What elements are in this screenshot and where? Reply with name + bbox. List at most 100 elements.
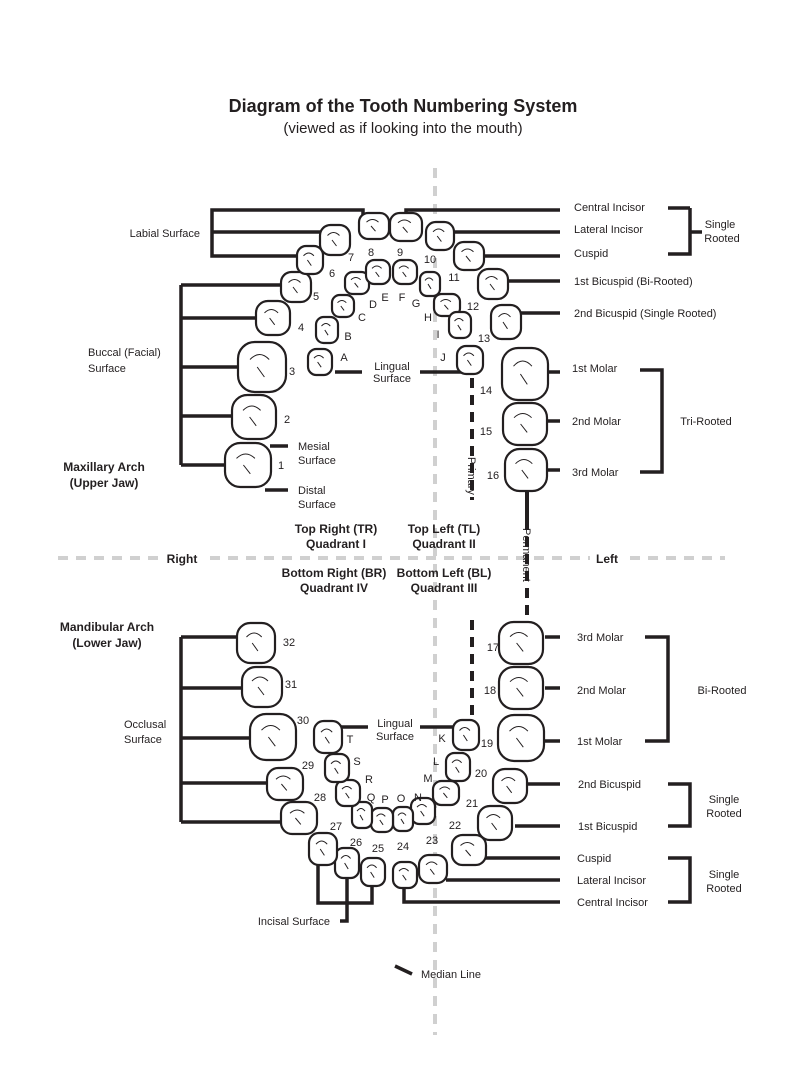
tooth-number: 11 <box>448 272 459 284</box>
primary-tooth <box>451 718 481 752</box>
upper-tooth-type-label: 1st Molar <box>572 363 618 375</box>
permanent-tooth <box>254 299 292 337</box>
quadrant-tl-label: Quadrant II <box>412 537 475 551</box>
lower-tooth-type-label: 2nd Molar <box>577 685 626 697</box>
tooth-letter: N <box>414 792 422 804</box>
mandibular-arch-label: (Lower Jaw) <box>72 636 141 650</box>
tooth-groove <box>356 808 366 821</box>
quadrant-tr-label: Top Right (TR) <box>295 522 377 536</box>
quadrant-bl-label: Bottom Left (BL) <box>397 566 492 580</box>
permanent-tooth <box>424 220 456 252</box>
tooth-number: 10 <box>424 254 436 266</box>
tooth-number: 20 <box>475 768 487 780</box>
leader-line <box>645 635 670 743</box>
tooth-groove <box>242 405 261 427</box>
upper-tooth-type-label: 3rd Molar <box>572 467 619 479</box>
primary-tooth <box>444 751 472 783</box>
primary-tooth <box>306 347 334 377</box>
permanent-tooth <box>497 665 545 711</box>
leader-line <box>316 858 374 905</box>
tooth-groove <box>424 277 434 290</box>
tooth-letter: L <box>433 756 439 768</box>
tooth-groove <box>501 777 516 794</box>
tooth-groove <box>463 352 475 366</box>
tooth-letter: J <box>440 352 446 364</box>
tooth-groove <box>350 277 361 288</box>
tooth-groove <box>288 279 301 294</box>
tooth-letter: C <box>358 312 366 324</box>
leader-line <box>394 964 413 976</box>
diagram-subtitle: (viewed as if looking into the mouth) <box>283 120 523 137</box>
primary-tooth <box>334 778 362 808</box>
tooth-groove <box>440 299 452 310</box>
permanent-tooth <box>357 211 391 241</box>
tooth-letter: D <box>369 299 377 311</box>
tooth-groove <box>261 725 281 747</box>
permanent-tooth <box>497 620 545 666</box>
distal-surface-label: Surface <box>298 499 336 511</box>
permanent-tooth <box>388 211 424 243</box>
tooth-groove <box>249 354 270 378</box>
tooth-letter: Q <box>367 792 376 804</box>
single-rooted-label: Single <box>709 794 740 806</box>
permanent-tooth <box>503 447 549 493</box>
lower-tooth-type-label: 1st Bicuspid <box>578 821 637 833</box>
quadrant-br-label: Quadrant IV <box>300 581 368 595</box>
permanent-tooth <box>235 621 277 665</box>
tooth-number: 25 <box>372 843 384 855</box>
upper-tooth-type-label: Lateral Incisor <box>574 224 643 236</box>
primary-tooth <box>391 805 415 833</box>
tooth-number: 12 <box>467 301 479 313</box>
lower-tooth-type-label: Lateral Incisor <box>577 875 646 887</box>
tooth-groove <box>251 676 269 696</box>
tooth-number: 21 <box>466 798 478 810</box>
tooth-number: 27 <box>330 821 342 833</box>
primary-tooth <box>364 258 392 286</box>
tooth-groove <box>397 812 407 825</box>
tooth-number: 2 <box>284 414 290 426</box>
tooth-number: 22 <box>449 820 461 832</box>
buccal-surface-label: Surface <box>88 363 126 375</box>
tooth-groove <box>485 276 498 291</box>
right-side-label: Right <box>167 552 198 566</box>
tooth-number: 4 <box>298 322 304 334</box>
leader-line <box>340 870 349 923</box>
primary-label: Primary <box>465 457 477 495</box>
median-line-label: Median Line <box>421 969 481 981</box>
permanent-tooth <box>489 303 523 341</box>
upper-tooth-type-label: Central Incisor <box>574 202 645 214</box>
permanent-tooth <box>307 831 339 867</box>
permanent-tooth <box>359 856 387 888</box>
left-side-label: Left <box>596 552 618 566</box>
leader-line <box>640 368 664 474</box>
permanent-tooth <box>236 340 288 394</box>
tooth-groove <box>327 232 340 247</box>
tooth-groove <box>509 677 528 697</box>
permanent-tooth <box>279 270 313 304</box>
tooth-groove <box>451 759 462 773</box>
tooth-number: 19 <box>481 738 493 750</box>
tooth-number: 28 <box>314 792 326 804</box>
tooth-groove <box>341 786 352 799</box>
incisal-surface-label: Incisal Surface <box>258 916 330 928</box>
primary-tooth <box>447 310 473 340</box>
tooth-groove <box>275 775 291 791</box>
lower-tooth-type-label: Cuspid <box>577 853 611 865</box>
tooth-groove <box>376 813 386 826</box>
tooth-letter: A <box>340 352 348 364</box>
tooth-number: 1 <box>278 460 284 472</box>
tooth-letter: E <box>381 292 388 304</box>
lingual-surface-label: Surface <box>376 731 414 743</box>
tooth-letter: F <box>399 292 406 304</box>
lower-tooth-type-label: 1st Molar <box>577 736 623 748</box>
tooth-number: 17 <box>487 642 499 654</box>
tooth-letter: G <box>412 298 421 310</box>
tooth-groove <box>461 248 474 262</box>
tooth-letter: R <box>365 774 373 786</box>
tooth-groove <box>313 355 324 368</box>
tooth-letter: I <box>436 329 439 341</box>
permanent-tooth <box>391 860 419 890</box>
distal-surface-label: Distal <box>298 485 326 497</box>
maxillary-arch-label: Maxillary Arch <box>63 460 145 474</box>
